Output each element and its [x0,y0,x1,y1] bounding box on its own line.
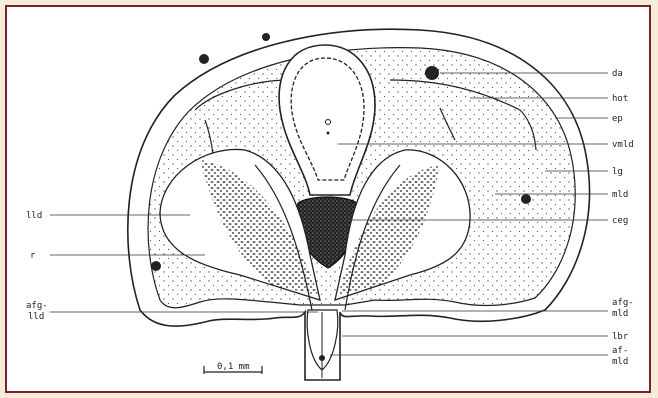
label-lld: lld [26,211,42,221]
label-lbr: lbr [612,332,629,342]
label-afg-mld-2: mld [612,309,628,319]
label-afg-mld-1: afg- [612,298,634,308]
label-af-mld-2: mld [612,357,628,367]
nucleus-1 [262,33,270,41]
label-hot: hot [612,94,628,104]
scale-bar-label: 0,1 mm [217,362,250,372]
label-mld: mld [612,190,628,200]
ventral-lobe-nucleus [319,355,325,361]
nucleus-4 [151,261,161,271]
cord-nucleus-2 [327,132,330,135]
label-ep: ep [612,114,623,124]
label-af-mld-1: af- [612,346,628,356]
label-lg: lg [612,167,623,177]
dorsal-artery [425,66,439,80]
label-afg-lld-2: lld [28,312,44,322]
label-ceg: ceg [612,216,628,226]
label-r: r [30,251,36,261]
label-vmld: vmld [612,140,634,150]
scale-bar: 0,1 mm [204,362,262,374]
label-da: da [612,69,623,79]
label-afg-lld-1: afg- [26,301,48,311]
nucleus-3 [521,194,531,204]
nucleus-2 [199,54,209,64]
